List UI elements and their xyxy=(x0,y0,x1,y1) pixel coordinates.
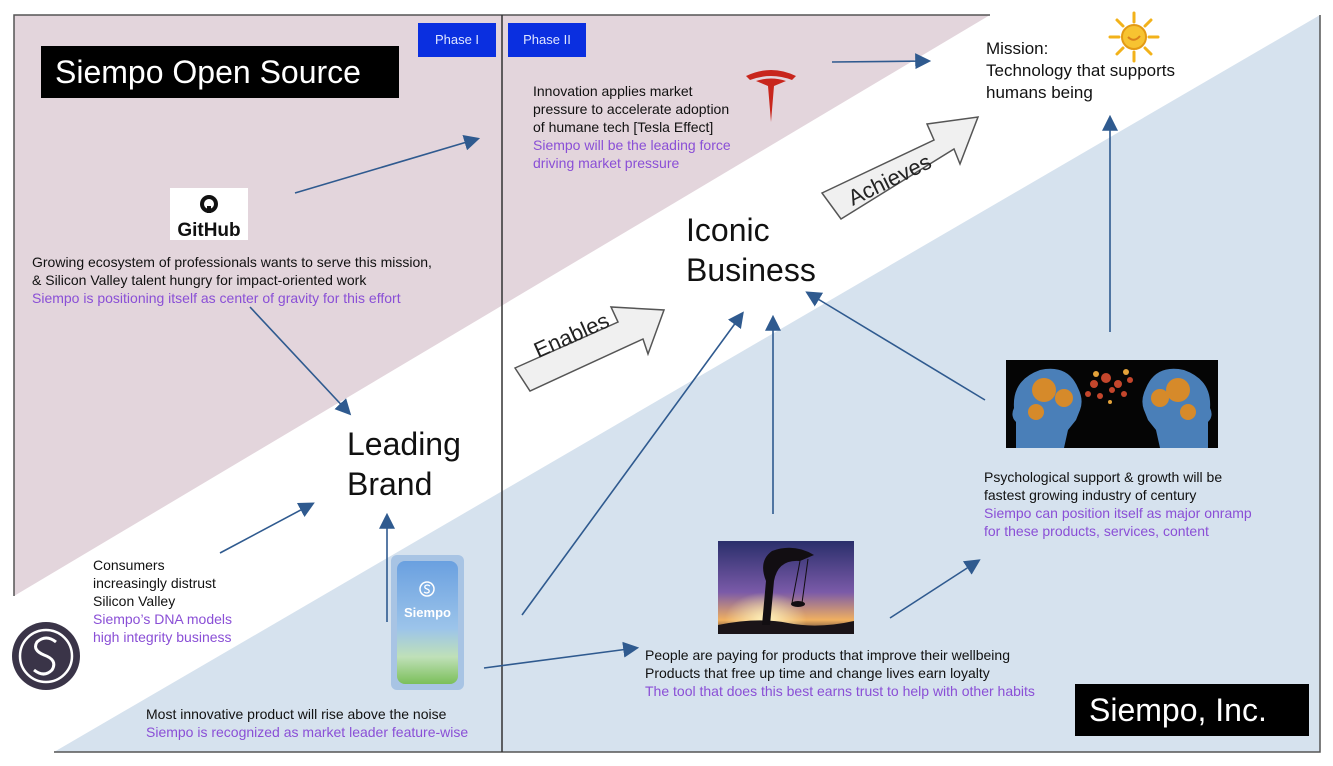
leading-brand-label: Leading Brand xyxy=(347,426,461,502)
mission-text: Mission: Technology that supports humans… xyxy=(986,39,1176,102)
enables-arrow-shape xyxy=(513,306,666,392)
connector-arrows xyxy=(219,53,1118,669)
phase-2-badge: Phase II xyxy=(508,23,586,57)
consumers-text: Consumers increasingly distrust Silicon … xyxy=(93,557,233,645)
github-octocat-icon xyxy=(200,195,218,213)
inc-region xyxy=(54,15,1320,752)
swing-sunset-image xyxy=(718,541,854,634)
github-logo-text: GitHub xyxy=(177,220,241,241)
achieves-arrow-shape xyxy=(820,116,980,221)
wellbeing-text: People are paying for products that impr… xyxy=(645,647,1035,699)
innovative-product-text: Most innovative product will rise above … xyxy=(146,706,469,740)
arrow-github-to-phase2 xyxy=(294,134,481,194)
arrow-tesla-to-mission xyxy=(831,53,932,70)
gears-heads-image xyxy=(1006,360,1218,448)
arrow-wellbeing-to-psych xyxy=(889,559,981,619)
arrow-app-to-wellbeing xyxy=(483,641,640,669)
siempo-app-label: Siempo xyxy=(404,605,451,620)
arrow-brand-to-iconic xyxy=(521,311,744,616)
tesla-logo-icon xyxy=(746,70,796,122)
open-source-banner: Siempo Open Source xyxy=(41,46,399,98)
phase-1-badge: Phase I xyxy=(418,23,496,57)
ecosystem-text: Growing ecosystem of professionals wants… xyxy=(32,254,432,306)
siempo-app-phone: Siempo xyxy=(391,555,464,690)
arrow-heads-to-iconic xyxy=(805,291,986,401)
siempo-logo-icon xyxy=(12,622,80,690)
arrow-ecosystem-to-brand xyxy=(249,306,352,416)
psychological-text: Psychological support & growth will be f… xyxy=(984,469,1252,539)
iconic-business-label: Iconic Business xyxy=(686,212,816,288)
github-logo: GitHub xyxy=(170,188,248,241)
sun-icon xyxy=(1108,11,1160,63)
inc-banner: Siempo, Inc. xyxy=(1075,684,1309,736)
innovation-text: Innovation applies market pressure to ac… xyxy=(533,83,731,171)
arrow-consumers-to-brand xyxy=(219,502,315,554)
siempo-app-icon xyxy=(419,581,435,597)
